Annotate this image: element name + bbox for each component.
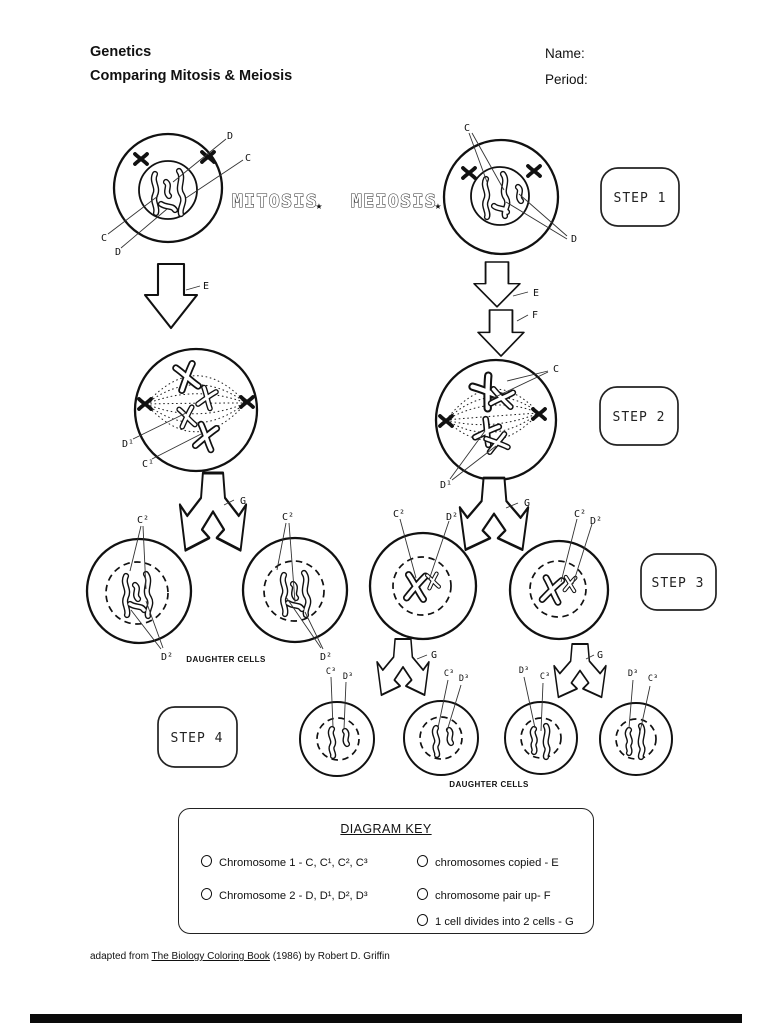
key-item-chromosome1: Chromosome 1 - C, C¹, C², C³: [199, 853, 368, 869]
diagram-key-box: DIAGRAM KEY Chromosome 1 - C, C¹, C², C³…: [178, 808, 594, 934]
label-d3: D³: [628, 669, 638, 679]
label-f: F: [532, 310, 538, 321]
step1-box: STEP 1: [600, 167, 680, 227]
step2-label: STEP 2: [613, 410, 666, 425]
star-icon: ★: [315, 202, 322, 211]
label-c3: C³: [444, 669, 454, 679]
scan-artifact-bar: [30, 1014, 742, 1023]
label-d2: D²: [161, 652, 173, 663]
step4-daughter-cell-1: C³ D³: [299, 667, 375, 777]
label-d2: D²: [590, 516, 602, 527]
label-e: E: [203, 281, 209, 292]
arrow-g-meiosis2-split-left: G: [376, 637, 437, 697]
key-item-pair-up: chromosome pair up- F: [415, 886, 551, 902]
label-d3: D³: [343, 672, 353, 682]
step1-label: STEP 1: [614, 191, 667, 206]
step3-label: STEP 3: [652, 576, 705, 591]
arrow-g-meiosis-split: G: [458, 476, 530, 552]
name-label: Name:: [545, 46, 585, 61]
citation-book-title: The Biology Coloring Book: [151, 951, 270, 962]
meiosis-title: MEIOSIS: [351, 191, 437, 212]
step2-mitosis-cell: D¹ C¹: [122, 347, 259, 473]
label-c: C: [245, 153, 251, 164]
label-d3: D³: [519, 666, 529, 676]
label-c2: C²: [137, 515, 149, 526]
step3-box: STEP 3: [640, 553, 717, 611]
label-c: C: [553, 364, 559, 375]
step2-box: STEP 2: [599, 386, 679, 446]
label-g: G: [240, 496, 246, 507]
label-c1: C¹: [142, 459, 154, 470]
page-subtitle: Comparing Mitosis & Meiosis: [90, 68, 293, 84]
step3-mitosis-daughter-cell-2: C² D²: [241, 512, 349, 663]
label-d: D: [571, 234, 577, 245]
daughter-cells-label: DAUGHTER CELLS: [186, 655, 266, 664]
label-d2: D²: [320, 652, 332, 663]
label-e: E: [533, 288, 539, 299]
mitosis-title: MITOSIS: [232, 191, 318, 212]
citation: adapted from The Biology Coloring Book (…: [90, 951, 390, 962]
page-title: Genetics: [90, 44, 152, 60]
label-g: G: [524, 498, 530, 509]
label-g: G: [431, 650, 437, 661]
circle-bullet-icon: [415, 912, 430, 928]
label-d3: D³: [459, 674, 469, 684]
label-c: C: [464, 123, 470, 134]
arrow-g-mitosis-split: G: [178, 471, 248, 552]
period-label: Period:: [545, 72, 588, 87]
key-item-chromosome2: Chromosome 2 - D, D¹, D², D³: [199, 886, 368, 902]
diagram-key-title: DIAGRAM KEY: [340, 822, 432, 836]
key-item-copied: chromosomes copied - E: [415, 853, 559, 869]
step4-box: STEP 4: [157, 706, 238, 768]
spindle-fibers: [145, 375, 247, 433]
step2-meiosis-cell: C D¹: [434, 358, 559, 491]
label-c3: C³: [648, 674, 658, 684]
label-d2: D²: [446, 512, 458, 523]
step4-daughter-cell-4: D³ C³: [599, 669, 673, 776]
label-d: D: [115, 247, 121, 258]
circle-bullet-icon: [199, 853, 214, 869]
step3-mitosis-daughter-cell-1: C² D²: [85, 515, 193, 663]
key-item-divides: 1 cell divides into 2 cells - G: [415, 912, 574, 928]
label-c2: C²: [393, 509, 405, 520]
circle-bullet-icon: [415, 886, 430, 902]
arrow-e-meiosis: E: [473, 261, 539, 308]
label-d1: D¹: [122, 439, 134, 450]
label-d1: D¹: [440, 480, 452, 491]
arrow-g-meiosis2-split-right: G: [553, 643, 607, 699]
circle-bullet-icon: [199, 886, 214, 902]
star-icon: ★: [434, 202, 441, 211]
step4-daughter-cell-2: C³ D³: [403, 669, 479, 776]
step3-meiosis-cell-1: C² D²: [368, 509, 478, 641]
label-c3: C³: [540, 672, 550, 682]
arrow-e-mitosis: E: [143, 262, 209, 330]
label-c: C: [101, 233, 107, 244]
step4-label: STEP 4: [171, 731, 224, 746]
step1-mitosis-cell: D C C D: [101, 131, 251, 258]
label-d: D: [227, 131, 233, 142]
circle-bullet-icon: [415, 853, 430, 869]
step4-daughter-cell-3: D³ C³: [504, 666, 578, 775]
step3-meiosis-cell-2: C² D²: [508, 509, 610, 641]
label-g: G: [597, 650, 603, 661]
step1-meiosis-cell: C D: [442, 123, 577, 256]
arrow-f-meiosis: F: [477, 309, 538, 357]
label-c3: C³: [326, 667, 336, 677]
label-c2: C²: [282, 512, 294, 523]
daughter-cells-label: DAUGHTER CELLS: [449, 780, 529, 789]
label-c2: C²: [574, 509, 586, 520]
